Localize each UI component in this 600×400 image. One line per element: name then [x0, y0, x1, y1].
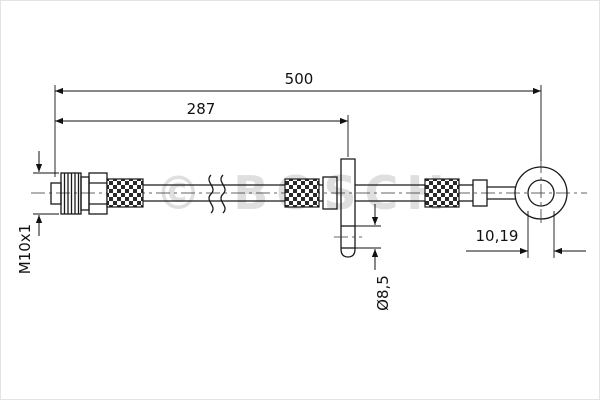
hose-section-2	[355, 184, 425, 202]
crimp-ferrule-3	[424, 178, 460, 208]
banjo-bore-label: 10,19	[476, 227, 519, 245]
thread-fitting	[50, 172, 108, 215]
dimension-thread: M10x1	[16, 151, 59, 274]
dim-287-label: 287	[187, 100, 216, 118]
grommet-collar	[322, 176, 338, 210]
crimp-ferrule-2	[284, 178, 320, 208]
banjo-fitting	[459, 159, 568, 227]
hose-section-1	[143, 184, 285, 202]
dimension-287: 287	[55, 100, 349, 157]
dimension-500: 500	[54, 70, 542, 177]
crimp-ferrule-1	[106, 178, 144, 208]
thread-label: M10x1	[16, 224, 34, 274]
dim-500-label: 500	[285, 70, 314, 88]
mounting-bracket	[334, 158, 362, 258]
bracket-hole-label: Ø8,5	[374, 275, 392, 311]
hose-break-symbol	[208, 174, 226, 214]
dimension-banjo-bore: 10,19	[466, 211, 586, 258]
dimension-bracket-hole: Ø8,5	[355, 204, 392, 311]
